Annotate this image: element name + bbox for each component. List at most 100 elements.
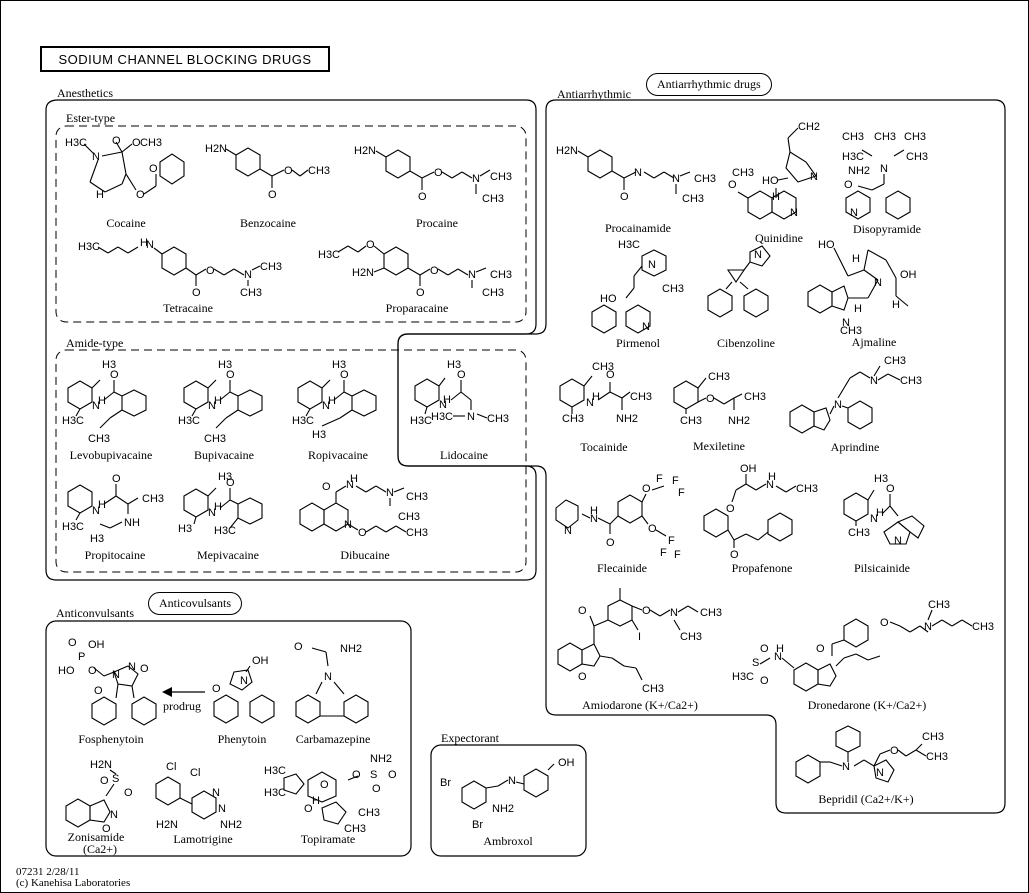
anticonvulsants-link[interactable]: Anticovulsants — [148, 592, 242, 615]
ajmaline-name[interactable]: Ajmaline — [851, 335, 897, 349]
mepivacaine-name[interactable]: Mepivacaine — [197, 548, 259, 562]
bepridil-name[interactable]: Bepridil (Ca2+/K+) — [818, 792, 914, 806]
propitocaine-structure[interactable]: NH O CH3 NH H3C H3 — [62, 472, 172, 552]
svg-text:CH3: CH3 — [308, 165, 330, 177]
svg-text:H: H — [98, 395, 106, 407]
zonisamide-structure[interactable]: H2N SOO ON — [62, 756, 152, 836]
pirmenol-name[interactable]: Pirmenol — [616, 336, 660, 350]
bupivacaine-name[interactable]: Bupivacaine — [194, 448, 254, 462]
svg-text:H3C: H3C — [65, 137, 87, 149]
svg-text:O: O — [226, 369, 235, 381]
propitocaine-name[interactable]: Propitocaine — [84, 548, 146, 562]
svg-text:O: O — [844, 179, 853, 191]
procainamide-name[interactable]: Procainamide — [605, 221, 671, 235]
svg-text:OH: OH — [900, 269, 917, 281]
amiodarone-structure[interactable]: O N CH3 CH3 I O O CH3 — [552, 584, 732, 695]
dibucaine-name[interactable]: Dibucaine — [340, 548, 390, 562]
procaine-name[interactable]: Procaine — [416, 216, 458, 230]
svg-text:O: O — [606, 537, 615, 549]
levobupivacaine-name[interactable]: Levobupivacaine — [69, 448, 153, 462]
svg-text:Cl: Cl — [190, 767, 200, 779]
svg-text:CH3: CH3 — [796, 483, 818, 495]
benzocaine-name[interactable]: Benzocaine — [240, 216, 296, 230]
svg-text:CH3: CH3 — [904, 131, 926, 143]
mexiletine-name[interactable]: Mexiletine — [693, 439, 745, 453]
topiramate-name[interactable]: Topiramate — [300, 832, 356, 846]
benzocaine-structure[interactable]: H2N O O CH3 — [200, 138, 340, 201]
quinidine-name[interactable]: Quinidine — [755, 231, 803, 245]
lidocaine-name[interactable]: Lidocaine — [440, 448, 488, 462]
ropivacaine-name[interactable]: Ropivacaine — [308, 448, 368, 462]
pilsicainide-structure[interactable]: H3 CH3 NH O N — [838, 470, 948, 560]
svg-text:H3C: H3C — [178, 415, 200, 427]
disopyramide-name[interactable]: Disopyramide — [853, 222, 921, 236]
ropivacaine-structure[interactable]: H3 H3C NH O H3 — [292, 356, 392, 446]
svg-text:N: N — [874, 277, 882, 289]
svg-text:S: S — [370, 769, 377, 781]
bepridil-structure[interactable]: N N O CH3 CH3 — [792, 725, 952, 796]
svg-text:H2N: H2N — [352, 267, 374, 279]
phenytoin-structure[interactable]: OH N O — [210, 654, 290, 730]
svg-text:O: O — [890, 745, 899, 757]
aprindine-structure[interactable]: CH3 N CH3 N — [788, 352, 938, 442]
tocainide-structure[interactable]: CH3 CH3 NH O CH3 NH2 — [554, 358, 664, 436]
mepivacaine-structure[interactable]: H3 H3 NH O H3C — [178, 468, 278, 552]
svg-text:CH3: CH3 — [562, 413, 584, 425]
zonisamide-name[interactable]: Zonisamide — [67, 830, 125, 844]
svg-text:O: O — [206, 265, 215, 277]
map-title: SODIUM CHANNEL BLOCKING DRUGS — [40, 46, 330, 72]
dronedarone-structure[interactable]: CH3 N CH3 O O NH SOO H3C — [732, 596, 1002, 696]
cocaine-name[interactable]: Cocaine — [106, 216, 146, 230]
svg-text:H3: H3 — [178, 523, 192, 535]
svg-text:OH: OH — [252, 655, 269, 667]
cibenzoline-name[interactable]: Cibenzoline — [717, 336, 775, 350]
cibenzoline-structure[interactable]: N — [700, 245, 790, 326]
svg-text:CH3: CH3 — [88, 433, 110, 445]
svg-text:H: H — [772, 191, 780, 203]
propafenone-name[interactable]: Propafenone — [731, 561, 793, 575]
bupivacaine-structure[interactable]: H3 H3C NH O CH3 — [178, 356, 278, 446]
amiodarone-name[interactable]: Amiodarone (K+/Ca2+) — [582, 698, 698, 712]
flecainide-name[interactable]: Flecainide — [597, 561, 647, 575]
svg-text:P: P — [78, 651, 85, 663]
svg-text:N: N — [850, 207, 858, 219]
svg-text:N: N — [842, 761, 850, 773]
svg-text:N: N — [842, 317, 850, 329]
aprindine-name[interactable]: Aprindine — [830, 440, 880, 454]
proparacaine-name[interactable]: Proparacaine — [385, 301, 449, 315]
carbamazepine-name[interactable]: Carbamazepine — [295, 732, 371, 746]
pilsicainide-name[interactable]: Pilsicainide — [854, 561, 910, 575]
amide-type-label: Amide-type — [66, 336, 124, 350]
svg-text:N: N — [870, 375, 878, 387]
lamotrigine-name[interactable]: Lamotrigine — [173, 832, 233, 846]
tocainide-name[interactable]: Tocainide — [580, 440, 628, 454]
antiarrhythmic-drugs-link[interactable]: Antiarrhythmic drugs — [646, 73, 772, 96]
propafenone-structure[interactable]: OH NH CH3 O O — [696, 462, 836, 562]
lidocaine-structure[interactable]: H3 H3C NH O N H3C CH3 — [405, 356, 525, 436]
levobupivacaine-structure[interactable]: H3 H3C NH O CH3 — [62, 356, 162, 446]
tetracaine-name[interactable]: Tetracaine — [163, 301, 213, 315]
dronedarone-name[interactable]: Dronedarone (K+/Ca2+) — [807, 698, 927, 712]
svg-text:O: O — [102, 823, 111, 835]
phenytoin-name[interactable]: Phenytoin — [217, 732, 267, 746]
svg-text:O: O — [642, 605, 651, 617]
ambroxol-name[interactable]: Ambroxol — [483, 834, 533, 848]
fosphenytoin-name[interactable]: Fosphenytoin — [78, 732, 144, 746]
